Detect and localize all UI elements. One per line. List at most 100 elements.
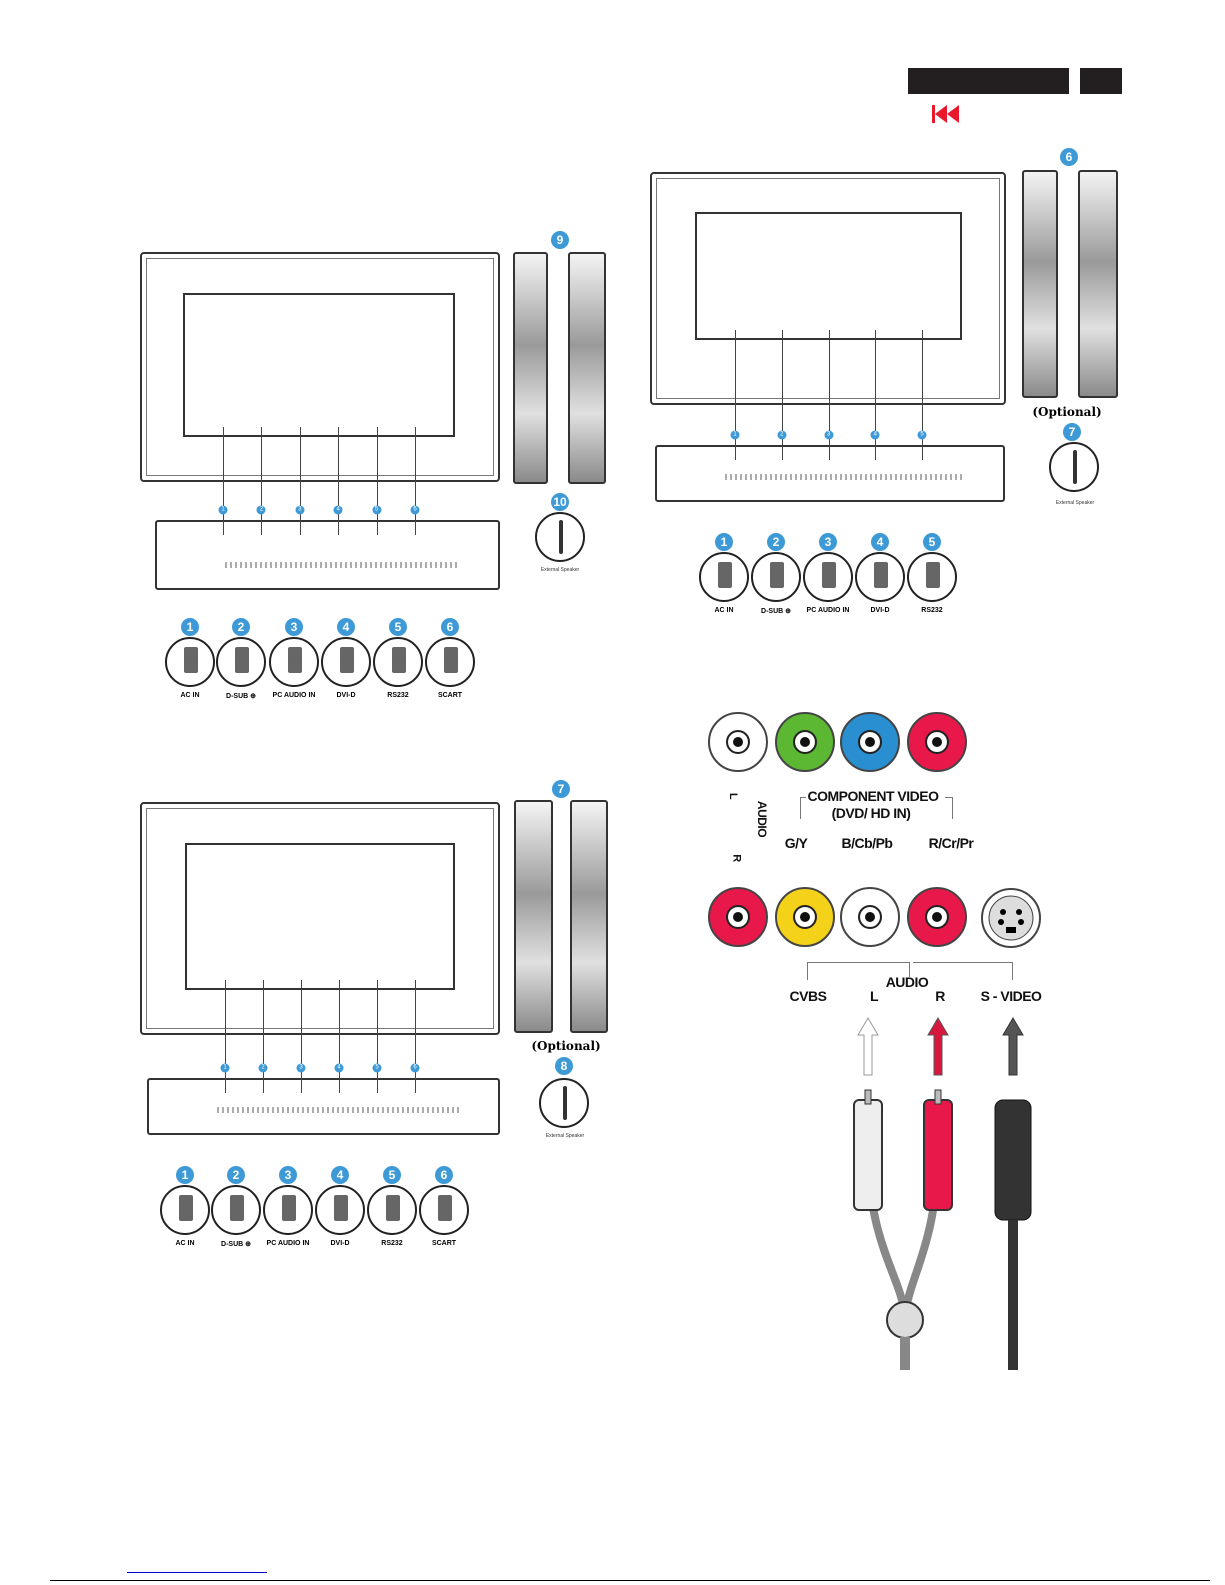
port-callout-badge: 5	[917, 430, 927, 440]
port-callout-badge: 6	[410, 505, 420, 515]
vent-grill	[725, 474, 965, 480]
port-callout-badge: 2	[258, 1063, 268, 1073]
external-speaker-label: External Speaker	[545, 1133, 585, 1139]
port-callout-badge: 1	[220, 1063, 230, 1073]
speaker-number-badge: 9	[551, 231, 569, 249]
header-page-box	[1080, 68, 1122, 94]
connector-d-sub--icon	[211, 1185, 261, 1235]
monitor-bottom-view	[147, 1078, 500, 1135]
callout-line	[875, 330, 877, 460]
connector-rs232-icon	[907, 552, 957, 602]
connector-label: RS232	[921, 607, 943, 614]
connector-ac-in-icon	[165, 637, 215, 687]
connector-number-badge: 1	[181, 618, 199, 636]
arrow-up-icon	[1002, 1017, 1024, 1076]
connector-number-badge: 3	[279, 1166, 297, 1184]
vent-grill	[225, 562, 460, 568]
arrow-up-icon	[927, 1017, 949, 1076]
connector-label: DVI-D	[330, 1240, 350, 1247]
connector-pc-audio-in-icon	[803, 552, 853, 602]
monitor-rear-panel	[185, 843, 455, 990]
connector-number-badge: 5	[389, 618, 407, 636]
connector-label: D-SUB ⊕	[221, 1241, 251, 1248]
connector-number-badge: 6	[441, 618, 459, 636]
port-callout-badge: 2	[256, 505, 266, 515]
connector-ac-in-icon	[699, 552, 749, 602]
speaker-bar	[513, 252, 548, 484]
cvbs-jack-yellow	[775, 887, 835, 947]
callout-line	[301, 980, 302, 1093]
connector-pc-audio-in-icon	[263, 1185, 313, 1235]
connector-number-badge: 2	[227, 1166, 245, 1184]
port-callout-badge: 2	[777, 430, 787, 440]
connector-number-badge: 5	[383, 1166, 401, 1184]
monitor-bezel	[146, 808, 494, 1029]
connector-d-sub--icon	[216, 637, 266, 687]
jack-red	[708, 887, 768, 947]
vent-grill	[217, 1107, 460, 1113]
port-callout-badge: 4	[333, 505, 343, 515]
speaker-bar	[1078, 170, 1118, 398]
connector-number-badge: 4	[871, 533, 889, 551]
callout-line	[781, 330, 783, 460]
audio-r-label: R	[730, 854, 743, 862]
s-video-label: S - VIDEO	[980, 988, 1042, 1004]
connector-label: PC AUDIO IN	[806, 607, 850, 614]
connector-label: RS232	[381, 1240, 403, 1247]
connector-label: AC IN	[180, 692, 200, 699]
callout-line	[922, 330, 923, 460]
monitor-rear-panel	[183, 293, 455, 437]
connector-rs232-icon	[367, 1185, 417, 1235]
port-callout-badge: 1	[730, 430, 740, 440]
connector-label: AC IN	[175, 1240, 195, 1247]
optional-label: (Optional)	[531, 1039, 601, 1053]
monitor-bottom-view	[655, 445, 1005, 502]
gy-label: G/Y	[784, 835, 808, 851]
connector-number-badge: 1	[176, 1166, 194, 1184]
callout-line	[223, 427, 224, 535]
port-callout-badge: 6	[410, 1063, 420, 1073]
port-callout-badge: 1	[218, 505, 228, 515]
audio-r-bottom-label: R	[935, 988, 945, 1004]
speaker-number-badge: 6	[1060, 148, 1078, 166]
bcbpb-label: B/Cb/Pb	[841, 835, 893, 851]
connector-dvi-d-icon	[315, 1185, 365, 1235]
connector-number-badge: 2	[767, 533, 785, 551]
connector-number-badge: 2	[232, 618, 250, 636]
connector-label: RS232	[387, 692, 409, 699]
external-speaker-plug-icon	[1049, 442, 1099, 492]
port-callout-badge: 4	[334, 1063, 344, 1073]
connector-rs232-icon	[373, 637, 423, 687]
monitor-bezel	[146, 258, 494, 476]
speaker-bar	[570, 800, 608, 1033]
s-video-jack	[981, 888, 1041, 948]
audio-l-label: L	[727, 792, 740, 800]
header-bar	[908, 68, 1069, 94]
rewind-red-icon[interactable]	[932, 105, 960, 123]
footer-link[interactable]	[127, 1572, 267, 1573]
speaker-number-badge: 7	[552, 780, 570, 798]
callout-line	[299, 427, 301, 535]
connector-number-badge: 4	[337, 618, 355, 636]
port-callout-badge: 5	[372, 505, 382, 515]
audio-vertical-label: AUDIO	[755, 800, 770, 838]
connector-label: SCART	[437, 692, 463, 699]
external-speaker-badge: 8	[555, 1057, 573, 1075]
footer-rule	[50, 1580, 1210, 1581]
optional-label: (Optional)	[1032, 405, 1102, 419]
callout-line	[735, 330, 736, 460]
port-callout-badge: 5	[372, 1063, 382, 1073]
connector-label: DVI-D	[336, 692, 356, 699]
connector-ac-in-icon	[160, 1185, 210, 1235]
connector-label: AC IN	[714, 607, 734, 614]
connector-number-badge: 5	[923, 533, 941, 551]
connector-label: SCART	[431, 1240, 457, 1247]
port-callout-badge: 3	[824, 430, 833, 440]
audio-label: AUDIO	[885, 974, 929, 990]
connector-pc-audio-in-icon	[269, 637, 319, 687]
component-jack-red	[907, 712, 967, 772]
speaker-bar	[568, 252, 606, 484]
component-video-title: COMPONENT VIDEO	[807, 788, 939, 804]
callout-line	[377, 980, 378, 1093]
